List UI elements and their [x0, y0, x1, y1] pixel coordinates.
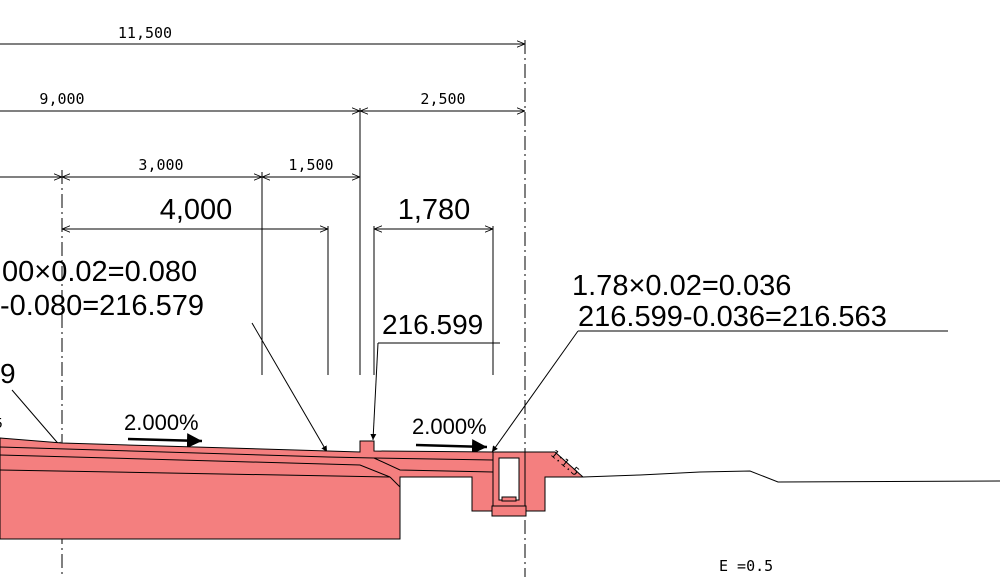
left-edge-fragment: 5: [0, 415, 2, 432]
gutter-inner: [498, 457, 520, 501]
slope-right-label: 2.000%: [412, 414, 487, 439]
ground-line: [582, 470, 1000, 483]
left-edge-digit: 9: [0, 358, 16, 389]
right-calc-line1: 1.78×0.02=0.036: [572, 270, 791, 302]
pavement-section: [0, 437, 585, 540]
dim-left-span-label: 9,000: [39, 90, 84, 108]
left-calc-line2: -0.080=216.579: [0, 290, 204, 322]
pavement-body: [0, 437, 585, 540]
dim-right-span-label: 2,500: [420, 90, 465, 108]
center-elevation-label: 216.599: [382, 309, 483, 340]
leader-lines: [11, 322, 948, 453]
dim-sub-b-label: 1,500: [288, 156, 333, 174]
dimension-lines: [0, 44, 525, 229]
gutter-grate: [501, 496, 517, 502]
gutter-foot: [491, 505, 527, 517]
slope-left-arrow: [127, 433, 203, 449]
dim-shoulder-width-label: 1,780: [398, 194, 471, 226]
slope-left-label: 2.000%: [124, 410, 199, 435]
right-calc-line2: 216.599-0.036=216.563: [578, 301, 887, 333]
dim-lane-width-label: 4,000: [160, 194, 233, 226]
dim-overall-label: 11,500: [118, 24, 172, 42]
slope-right-arrow: [415, 439, 488, 455]
left-calc-line1: 00×0.02=0.080: [2, 256, 197, 288]
e-label: E =0.5: [719, 557, 773, 575]
dim-sub-a-label: 3,000: [138, 156, 183, 174]
